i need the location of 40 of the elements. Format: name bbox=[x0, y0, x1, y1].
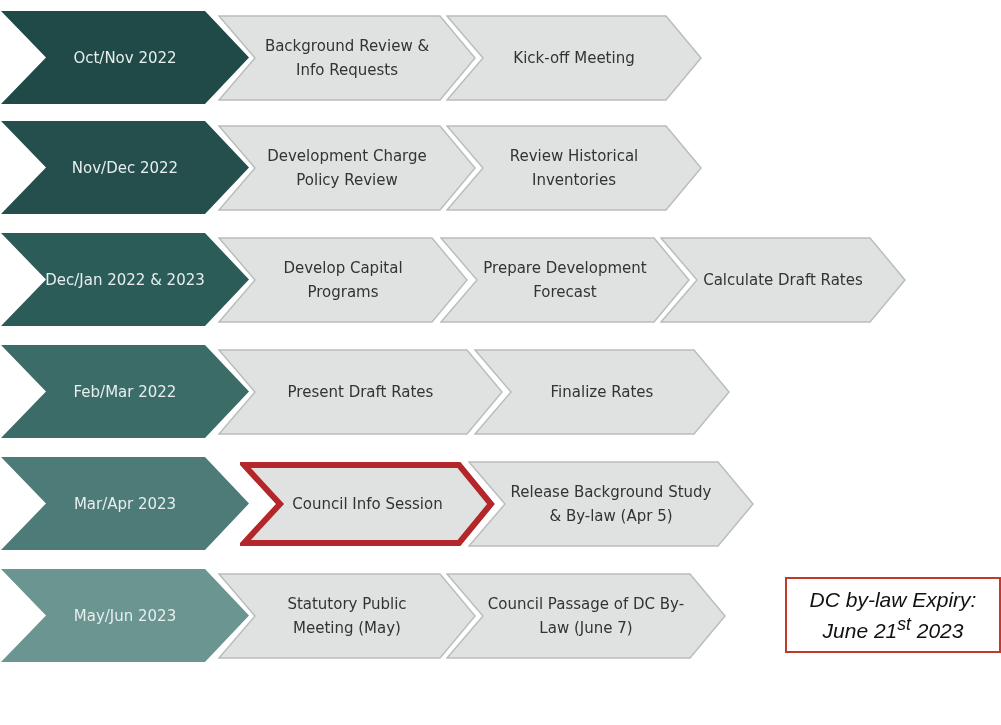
date-label: Dec/Jan 2022 & 2023 bbox=[45, 269, 205, 291]
step-label: Release Background Study & By-law (Apr 5) bbox=[509, 482, 713, 527]
date-label: Feb/Mar 2022 bbox=[73, 381, 177, 403]
task-banner bbox=[218, 15, 476, 101]
period-banner bbox=[0, 344, 250, 439]
date-label: Mar/Apr 2023 bbox=[73, 493, 177, 515]
task-banner bbox=[660, 237, 906, 323]
period-banner bbox=[0, 120, 250, 215]
period-banner bbox=[0, 456, 250, 551]
period-banner bbox=[0, 10, 250, 105]
step-label: Council Passage of DC By-Law (June 7) bbox=[486, 594, 686, 639]
period-banner bbox=[0, 232, 250, 327]
period-banner bbox=[0, 568, 250, 663]
step-label: Develop Capital Programs bbox=[282, 258, 404, 303]
step-label: Statutory Public Meeting (May) bbox=[286, 594, 408, 639]
note-text: DC by-law Expiry: June 21$^{st}$ 2023 bbox=[808, 586, 978, 644]
date-label: May/Jun 2023 bbox=[73, 605, 177, 627]
highlighted-task-banner bbox=[240, 461, 495, 547]
step-label: Council Info Session bbox=[292, 494, 443, 515]
note-box bbox=[785, 577, 1001, 653]
step-label: Background Review & Info Requests bbox=[263, 36, 431, 81]
task-banner bbox=[446, 125, 702, 211]
task-banner bbox=[218, 237, 468, 323]
date-label: Oct/Nov 2022 bbox=[73, 47, 177, 69]
task-banner bbox=[474, 349, 730, 435]
task-banner bbox=[218, 125, 476, 211]
task-banner bbox=[468, 461, 754, 547]
task-banner bbox=[446, 15, 702, 101]
task-banner bbox=[218, 573, 476, 659]
step-label: Kick-off Meeting bbox=[513, 48, 635, 69]
task-banner bbox=[218, 349, 503, 435]
step-label: Review Historical Inventories bbox=[508, 146, 640, 191]
step-label: Development Charge Policy Review bbox=[266, 146, 428, 191]
task-banner bbox=[440, 237, 690, 323]
task-banner bbox=[446, 573, 726, 659]
step-label: Present Draft Rates bbox=[287, 382, 434, 403]
step-label: Prepare Development Forecast bbox=[482, 258, 648, 303]
step-label: Finalize Rates bbox=[550, 382, 654, 403]
date-label: Nov/Dec 2022 bbox=[71, 157, 179, 179]
step-label: Calculate Draft Rates bbox=[703, 270, 863, 291]
